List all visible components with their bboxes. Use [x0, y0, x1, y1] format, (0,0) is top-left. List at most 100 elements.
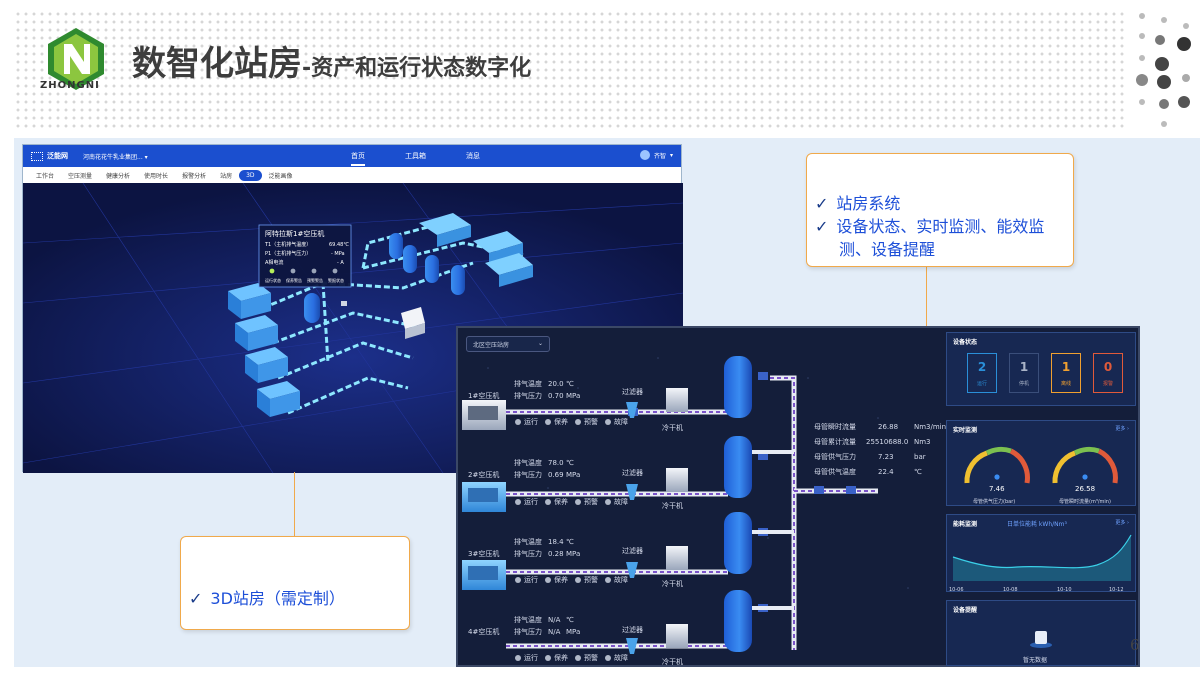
energy-area-chart: 10-06 10-08 10-10 10-12 [949, 534, 1132, 593]
flow-gauge: 26.58 母管瞬时流量(m³/min) [1052, 446, 1118, 505]
status-dot-icon [515, 577, 521, 583]
x-tick: 10-12 [1109, 587, 1124, 593]
status-offline-box[interactable]: 1 离线 [1051, 353, 1081, 393]
valve-icon[interactable] [758, 452, 768, 460]
popup-row-label: P1（主机排气压力） [265, 250, 311, 257]
tab-air-measure[interactable]: 空压测量 [68, 172, 93, 180]
nav-home[interactable]: 首页 [351, 151, 365, 166]
popup-row-value: - A [337, 260, 344, 266]
tab-3d[interactable]: 3D [239, 169, 262, 181]
status-legend: 运行 [524, 417, 538, 426]
nav-toolbox[interactable]: 工具箱 [405, 152, 426, 160]
pressure-unit: MPa [566, 628, 580, 636]
temp-unit: ℃ [566, 380, 574, 388]
nav-messages[interactable]: 消息 [466, 152, 480, 160]
filter-icon[interactable] [626, 638, 638, 654]
tank-3d[interactable] [304, 233, 465, 323]
filter-icon[interactable] [626, 484, 638, 500]
compressor-3d-4[interactable] [257, 381, 300, 417]
param-label: 排气温度 [514, 458, 542, 467]
air-tank-icon[interactable] [724, 512, 752, 574]
status-legend: 运行 [524, 575, 538, 584]
main-pipe-value: 7.23 [878, 453, 894, 461]
param-label: 排气压力 [514, 470, 542, 479]
dryer-unit-icon[interactable] [666, 624, 688, 648]
compressor-3d-3[interactable] [245, 347, 288, 383]
equipment-3d[interactable] [341, 213, 533, 339]
tab-health[interactable]: 健康分析 [106, 172, 131, 180]
dryer-unit-icon[interactable] [666, 388, 688, 412]
panel-title: 设备状态 [953, 339, 978, 346]
status-dot-icon [311, 268, 317, 274]
filter-icon[interactable] [626, 562, 638, 578]
filter-icon[interactable] [626, 402, 638, 418]
status-dot-icon [290, 268, 296, 274]
valve-icon[interactable] [814, 486, 824, 494]
equipment-popup: 阿特拉斯1#空压机 T1（主机排气温度） 69.48℃ P1（主机排气压力） -… [258, 224, 352, 288]
top-nav: 首页 工具箱 消息 [351, 151, 480, 166]
flow-meter-icon[interactable] [846, 486, 856, 494]
status-alarm-box[interactable]: 0 报警 [1093, 353, 1123, 393]
filter-label: 过滤器 [622, 468, 643, 477]
tab-usage[interactable]: 使用时长 [144, 172, 169, 180]
status-running-box[interactable]: 2 运行 [967, 353, 997, 393]
tab-station[interactable]: 站房 [220, 172, 233, 180]
gauge-center-icon [1082, 474, 1088, 480]
param-label: 排气温度 [514, 537, 542, 546]
status-dot-icon [575, 655, 581, 661]
status-label: 离线 [1060, 381, 1071, 387]
status-legend: 运行 [524, 653, 538, 662]
compressor-3d-1[interactable] [228, 283, 271, 319]
dryer-unit-icon[interactable] [666, 468, 688, 492]
air-tank-icon[interactable] [724, 590, 752, 652]
tab-workbench[interactable]: 工作台 [36, 172, 55, 180]
status-legend: 预警 [584, 497, 598, 506]
org-select[interactable]: 河南花花牛乳业集团... ▾ [83, 152, 148, 161]
status-dot-icon [515, 655, 521, 661]
callout-connector [926, 267, 927, 329]
status-count: 0 [1103, 360, 1113, 374]
avatar [639, 150, 650, 160]
panel-title: 设备提醒 [953, 607, 978, 614]
dryer-label: 冷干机 [662, 657, 683, 666]
compressor-name: 4#空压机 [468, 627, 499, 636]
user-menu[interactable]: 齐智 ▾ [639, 150, 673, 160]
energy-line [952, 534, 1132, 569]
param-label: 排气温度 [514, 615, 542, 624]
brand[interactable]: 泛能网 [31, 151, 68, 161]
popup-row-label: T1（主机排气温度） [264, 241, 311, 248]
main-pipe-label: 母管供气温度 [814, 467, 856, 476]
more-link[interactable]: 更多 › [1115, 426, 1129, 432]
compressor-3d-2[interactable] [235, 315, 278, 351]
page-number: 6 [1130, 636, 1140, 654]
status-legend: 故障 [614, 417, 628, 426]
more-link[interactable]: 更多 › [1115, 520, 1129, 526]
compressor-row-3: 3#空压机 排气温度 18.4 ℃ 排气压力 0.28 MPa 运行 保养 预警… [462, 512, 794, 590]
pressure-value: 0.69 [548, 471, 564, 479]
gauge-label: 母管瞬时流量(m³/min) [1059, 498, 1111, 505]
callout-text: 测、设备提醒 [839, 240, 936, 259]
valve-icon[interactable] [758, 372, 768, 380]
dryer-unit-icon[interactable] [666, 546, 688, 570]
air-tank-icon[interactable] [724, 356, 752, 418]
logo-text: ZHONGNI [40, 80, 100, 91]
alerts-empty-text: 暂无数据 [1023, 657, 1048, 664]
status-legend: 故障 [614, 653, 628, 662]
status-legend: 保养 [554, 417, 568, 426]
station-select[interactable]: 北区空压站房 ⌄ [466, 336, 550, 352]
device-status-panel: 设备状态 2 运行 1 停机 1 离线 0 报警 [946, 332, 1136, 406]
status-stopped-box[interactable]: 1 停机 [1009, 353, 1039, 393]
slide-subtitle: -资产和运行状态数字化 [302, 56, 532, 81]
param-label: 排气温度 [514, 379, 542, 388]
tab-alarms[interactable]: 报警分析 [182, 172, 207, 180]
realtime-panel: 实时监测 更多 › 7.46 母管供气压力(bar) 26.58 [946, 420, 1136, 506]
dryer-label: 冷干机 [662, 423, 683, 432]
status-dot-icon [332, 268, 338, 274]
dryer-label: 冷干机 [662, 501, 683, 510]
decorative-dots [1136, 13, 1191, 127]
tab-portrait[interactable]: 泛能画像 [268, 172, 293, 180]
status-dot-icon [605, 419, 611, 425]
panel-subtitle: 日单位能耗 kWh/Nm³ [1007, 521, 1067, 528]
air-tank-icon[interactable] [724, 436, 752, 498]
app-top-bar: 泛能网 河南花花牛乳业集团... ▾ 首页 工具箱 消息 齐智 ▾ [23, 145, 681, 167]
